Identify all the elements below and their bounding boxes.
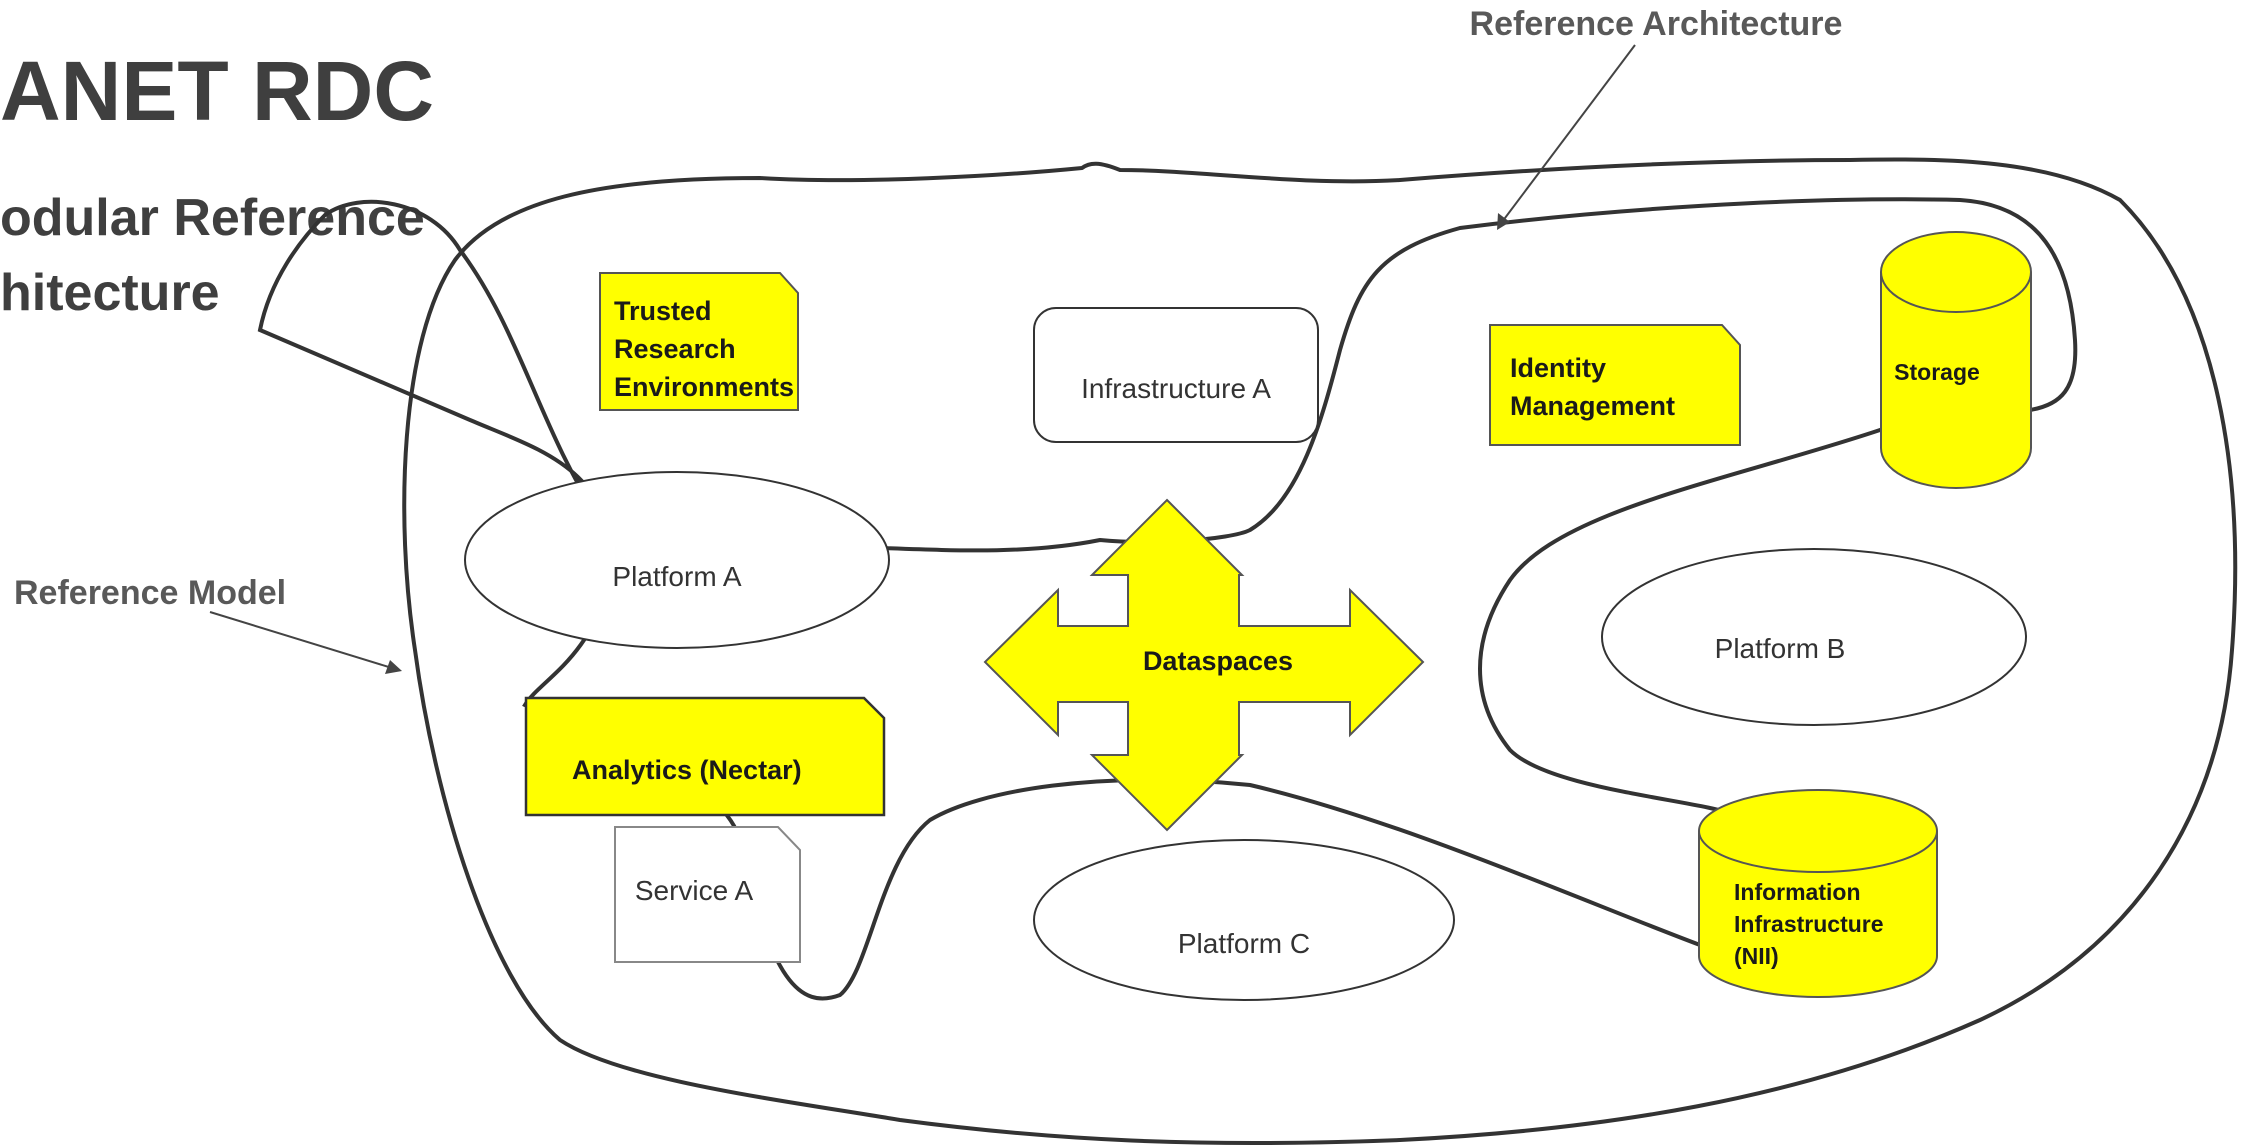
trusted-research-environments-box[interactable]: [599, 272, 799, 411]
reference-model-boundary: [402, 157, 2238, 1146]
platform-c-ellipse[interactable]: [1033, 839, 1455, 1001]
platform-b-ellipse[interactable]: [1601, 548, 2027, 726]
trusted-research-environments-label: Trusted Research Environments: [614, 296, 794, 402]
identity-management-label: Identity Management: [1510, 353, 1675, 421]
infrastructure-a-box[interactable]: [1033, 307, 1319, 443]
storage-cylinder[interactable]: [1880, 231, 2032, 489]
platform-a-label: Platform A: [612, 561, 741, 592]
reference-architecture-arrowhead: [1497, 213, 1510, 230]
service-a-label: Service A: [635, 875, 754, 906]
reference-model-pointer: [209, 611, 393, 669]
reference-architecture-callout: Reference Architecture: [1470, 5, 1843, 43]
reference-model-arrowhead: [385, 660, 402, 674]
identity-management-box[interactable]: [1489, 324, 1741, 446]
service-a-box[interactable]: [614, 826, 801, 963]
platform-a-ellipse[interactable]: [464, 471, 890, 649]
dataspaces-arrow[interactable]: [983, 498, 1425, 832]
storage-label: Storage: [1894, 359, 1980, 385]
slide-subtitle-line2: hitecture: [0, 264, 220, 322]
information-infrastructure-cylinder[interactable]: [1698, 789, 1938, 998]
information-infrastructure-label: Information Infrastructure (NII): [1734, 879, 1890, 969]
slide-subtitle-line1: odular Reference: [0, 189, 425, 247]
analytics-nectar-box[interactable]: [524, 696, 886, 817]
infrastructure-a-label: Infrastructure A: [1081, 373, 1271, 404]
analytics-nectar-label: Analytics (Nectar): [572, 755, 802, 785]
reference-architecture-boundary: [257, 197, 2078, 1001]
reference-model-callout: Reference Model: [14, 574, 286, 612]
slide-title: ANET RDC: [0, 44, 434, 138]
dataspaces-label: Dataspaces: [1143, 646, 1293, 676]
platform-b-label: Platform B: [1715, 633, 1846, 664]
reference-architecture-pointer: [1501, 44, 1636, 223]
platform-c-label: Platform C: [1178, 928, 1310, 959]
